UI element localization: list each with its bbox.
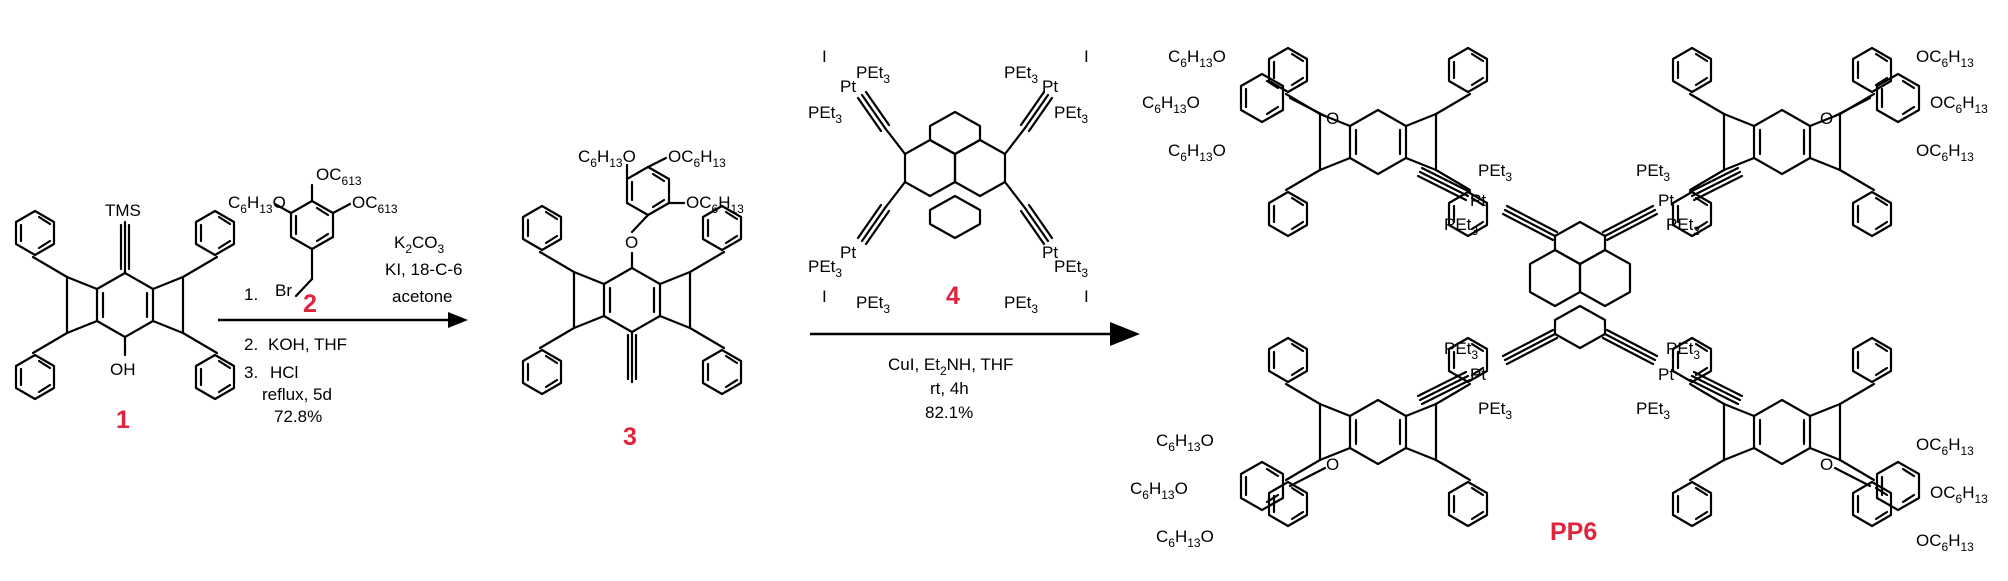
- svg-text:C6H13O: C6H13O: [1168, 141, 1226, 164]
- svg-text:OC6H13: OC6H13: [1916, 47, 1974, 70]
- c2-o-right: OC613: [352, 193, 398, 216]
- svg-text:Pt: Pt: [1658, 365, 1674, 384]
- svg-text:PEt3: PEt3: [1636, 161, 1670, 184]
- reaction-step-1: 1. K2CO3 KI, 18-C-6 acetone 2. KOH, THF …: [218, 233, 468, 426]
- step1-acetone: acetone: [392, 287, 453, 306]
- svg-text:O: O: [1820, 109, 1833, 128]
- step1-n1: 1.: [244, 285, 258, 304]
- svg-text:O: O: [1326, 109, 1339, 128]
- svg-text:PEt3: PEt3: [1478, 161, 1512, 184]
- c4-i-3: I: [822, 287, 827, 306]
- c4-pet-3: PEt3: [1004, 63, 1038, 86]
- svg-text:Pt: Pt: [1658, 191, 1674, 210]
- c4-pt-3: Pt: [840, 243, 856, 262]
- svg-text:C6H13O: C6H13O: [1130, 479, 1188, 502]
- c2-o-left: C6H13O: [228, 193, 286, 216]
- svg-text:OC6H13: OC6H13: [1930, 93, 1988, 116]
- c3-o-bridge: O: [625, 233, 638, 252]
- c4-i-1: I: [822, 47, 827, 66]
- svg-text:OC6H13: OC6H13: [1916, 141, 1974, 164]
- reaction-step-2: CuI, Et2NH, THF rt, 4h 82.1%: [810, 322, 1140, 422]
- compound-3: O C6H13O OC6H13 OC6H13 3: [523, 147, 744, 451]
- c3-o-left: C6H13O: [578, 147, 636, 170]
- svg-text:C6H13O: C6H13O: [1156, 431, 1214, 454]
- c3-o-top: OC6H13: [668, 147, 726, 170]
- step2-yield: 82.1%: [925, 403, 973, 422]
- svg-text:OC6H13: OC6H13: [1916, 531, 1974, 554]
- svg-text:OC6H13: OC6H13: [1930, 483, 1988, 506]
- c4-pet-8: PEt3: [1004, 293, 1038, 316]
- c4-i-4: I: [1084, 287, 1089, 306]
- c4-pet-4: PEt3: [1054, 103, 1088, 126]
- step1-hcl: HCl: [270, 363, 298, 382]
- compound-number-4: 4: [946, 282, 960, 310]
- step1-n3: 3.: [244, 363, 258, 382]
- svg-text:O: O: [1326, 455, 1339, 474]
- c4-pt-2: Pt: [1042, 77, 1058, 96]
- compound-1: TMS OH 1: [16, 201, 234, 434]
- step1-reflux: reflux, 5d: [262, 385, 332, 404]
- svg-text:C6H13O: C6H13O: [1156, 527, 1214, 550]
- product-pp6: Pt Pt Pt Pt PEt3 PEt3 PEt3 PEt3 PEt3 PEt…: [1130, 47, 1988, 554]
- compound-number-3: 3: [623, 423, 637, 451]
- c4-pet-5: PEt3: [808, 257, 842, 280]
- c4-pet-1: PEt3: [856, 63, 890, 86]
- step2-cui: CuI, Et2NH, THF: [888, 355, 1013, 378]
- svg-text:C6H13O: C6H13O: [1168, 47, 1226, 70]
- step1-k2co3: K2CO3: [394, 233, 445, 256]
- step1-koh: KOH, THF: [268, 335, 347, 354]
- c3-o-right: OC6H13: [686, 193, 744, 216]
- compound-number-pp6: PP6: [1550, 518, 1597, 546]
- c4-pt-1: Pt: [840, 77, 856, 96]
- compound-4: Pt Pt Pt Pt I I I I PEt3 PEt3 PEt3 PEt3 …: [808, 47, 1089, 316]
- svg-text:C6H13O: C6H13O: [1142, 93, 1200, 116]
- svg-text:OC6H13: OC6H13: [1916, 435, 1974, 458]
- svg-text:PEt3: PEt3: [1444, 339, 1478, 362]
- c4-pet-7: PEt3: [1054, 257, 1088, 280]
- c4-i-2: I: [1084, 47, 1089, 66]
- step1-ki: KI, 18-C-6: [385, 260, 462, 279]
- br-label: Br: [275, 281, 292, 300]
- compound-number-1: 1: [116, 406, 130, 434]
- c2-o-top: OC613: [316, 165, 362, 188]
- c4-pet-6: PEt3: [856, 293, 890, 316]
- oh-label: OH: [110, 360, 136, 379]
- step1-yield: 72.8%: [274, 407, 322, 426]
- step1-n2: 2.: [244, 335, 258, 354]
- c4-pt-4: Pt: [1042, 243, 1058, 262]
- c4-pet-2: PEt3: [808, 103, 842, 126]
- compound-number-2: 2: [303, 290, 317, 318]
- svg-text:PEt3: PEt3: [1636, 399, 1670, 422]
- svg-text:PEt3: PEt3: [1478, 399, 1512, 422]
- compound-2: Br 2 OC613 C6H13O OC613: [228, 165, 398, 318]
- svg-text:O: O: [1820, 455, 1833, 474]
- step2-rt: rt, 4h: [930, 379, 969, 398]
- tms-label: TMS: [105, 201, 141, 220]
